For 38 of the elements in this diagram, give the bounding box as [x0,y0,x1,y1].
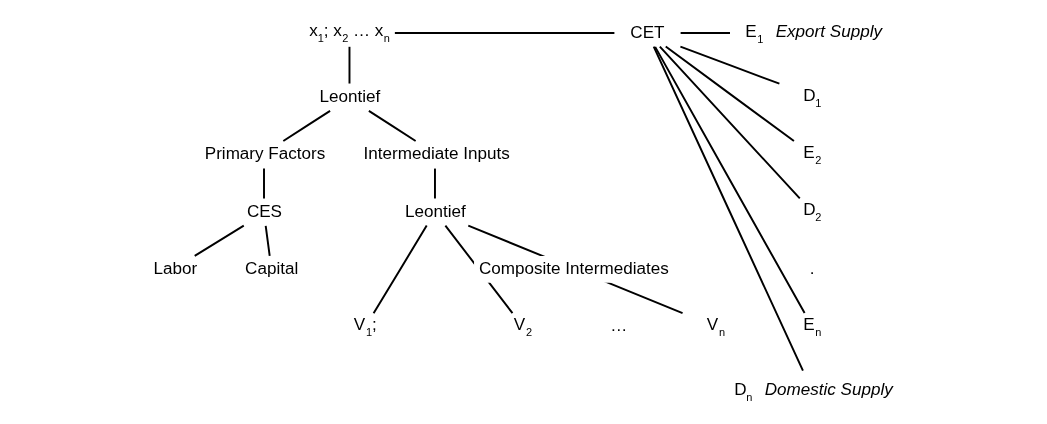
connector [264,225,271,257]
node-text: Primary Factors [204,144,326,164]
connector [193,224,245,257]
node-text: Intermediate Inputs [363,144,510,164]
label: … [610,316,628,336]
node-text: V$_{1}$; [353,315,377,339]
connector [652,45,804,372]
connector [263,167,265,200]
connector [393,32,616,35]
connector [679,32,731,35]
node-text: CET [630,22,665,42]
connector [434,167,436,200]
connector [679,45,781,85]
connector [654,45,806,315]
node-text: V$_{2}$ [513,315,533,339]
node-text: Leontief [319,86,381,106]
node-text: Capital [245,258,299,278]
node-text: x$_{1}$; x$_{2}$ … x$_{n}$ [309,21,390,45]
node-text: D$_{1}$ [803,85,822,109]
node-text: CES [246,201,283,221]
node-text: E$_{n}$ [803,315,822,339]
label: Composite Intermediates [478,258,669,278]
connector [282,109,332,142]
connector [658,45,801,200]
connector [367,109,417,142]
connector [372,224,428,315]
node-text: D$_{n}$ [734,379,753,403]
node-text: D$_{2}$ [803,200,822,224]
connector [664,45,795,143]
node-text: E$_{2}$ [803,142,822,166]
label: . [809,258,815,278]
node-text: Labor [153,258,198,278]
node-label: Domestic Supply [764,379,893,399]
node-text: V$_{n}$ [706,315,725,339]
connector [348,45,351,85]
node-label: Export Supply [775,22,882,42]
node-text: E$_{1}$ [745,22,764,46]
node-text: Leontief [405,201,466,221]
